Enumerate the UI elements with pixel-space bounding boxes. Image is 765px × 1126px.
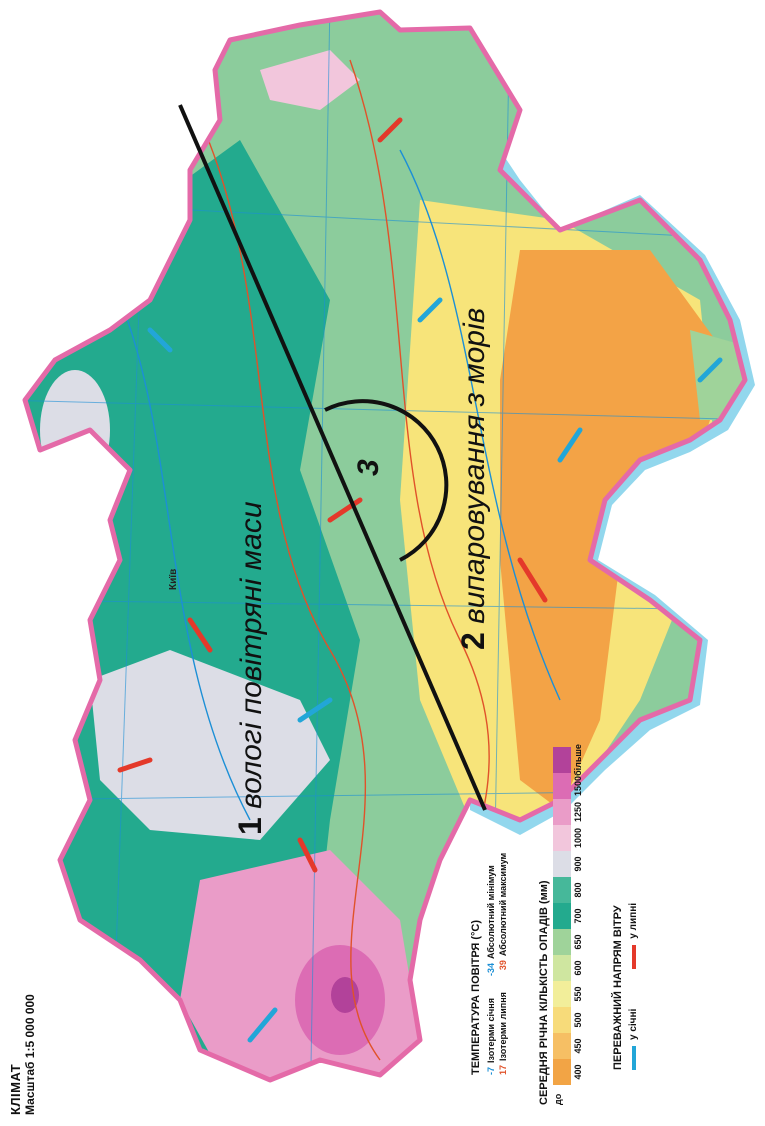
precip-label: 1500 <box>573 775 583 797</box>
precip-class: 650 <box>553 929 583 955</box>
annotation-zone2-text: випаровування з морів <box>458 307 491 624</box>
zone-northeast-light <box>260 50 360 110</box>
precip-swatch <box>553 747 571 773</box>
precip-swatch <box>553 851 571 877</box>
precip-label: 700 <box>573 908 583 924</box>
precip-label: 450 <box>573 1038 583 1054</box>
precip-label: 800 <box>573 882 583 898</box>
precip-label: 1000 <box>573 827 583 849</box>
precip-class: 500 <box>553 1007 583 1033</box>
zone-division-line <box>178 104 487 811</box>
legend-wind-items: у січні у липні <box>628 903 639 1070</box>
legend-wind-heading: ПЕРЕВАЖНИЙ НАПРЯМ ВІТРУ <box>612 905 624 1070</box>
legend-temp-symbol: 17 <box>498 1064 508 1075</box>
legend-wind-label: у липні <box>628 902 639 939</box>
legend-wind-item-january: у січні <box>628 1009 639 1070</box>
precip-swatch <box>553 877 571 903</box>
precip-swatch <box>553 903 571 929</box>
annotation-zone1: 1 вологі повітряні маси <box>232 501 269 835</box>
zone-west-light <box>90 650 330 840</box>
precip-class: 400 <box>553 1059 583 1085</box>
annotation-zone1-number: 1 <box>232 817 268 835</box>
legend-precipitation: СЕРЕДНЯ РІЧНА КІЛЬКІСТЬ ОПАДІВ (мм) до 4… <box>538 744 583 1105</box>
legend-precipitation-heading: СЕРЕДНЯ РІЧНА КІЛЬКІСТЬ ОПАДІВ (мм) <box>538 880 550 1105</box>
precip-label: більше <box>573 744 583 776</box>
legend-temperature: ТЕМПЕРАТУРА ПОВІТРЯ (°С) -7 Ізотерми січ… <box>470 853 510 1075</box>
legend-temp-symbol: -7 <box>486 1066 496 1075</box>
legend-temp-item: -7 Ізотерми січня <box>486 998 496 1075</box>
precip-swatch <box>553 773 571 799</box>
precip-swatch <box>553 799 571 825</box>
precip-class: 1250 <box>553 799 583 825</box>
precip-class: 700 <box>553 903 583 929</box>
precip-swatch <box>553 929 571 955</box>
precip-label: 550 <box>573 986 583 1002</box>
precip-swatch <box>553 981 571 1007</box>
precip-class: 900 <box>553 851 583 877</box>
precip-swatch <box>553 1059 571 1085</box>
precip-swatch <box>553 1007 571 1033</box>
map-title-block: КЛІМАТ Масштаб 1:5 000 000 <box>8 994 37 1115</box>
legend-wind: ПЕРЕВАЖНИЙ НАПРЯМ ВІТРУ у січні у липні <box>612 903 639 1070</box>
precip-class: 1000 <box>553 825 583 851</box>
precip-class: 600 <box>553 955 583 981</box>
precip-label: 650 <box>573 934 583 950</box>
zone3-arc <box>324 399 449 562</box>
precip-class: 1500 <box>553 773 583 799</box>
precipitation-scale: до 400 450 500 550 600 650 700 800 900 1000 1250 15… <box>553 744 583 1105</box>
city-label-kyiv: Київ <box>168 568 179 590</box>
annotation-zone2-number: 2 <box>455 632 491 650</box>
precip-label: 900 <box>573 856 583 872</box>
zone-carpathian-core <box>331 977 359 1013</box>
country-border <box>22 9 748 1083</box>
legend-temperature-row-1: -7 Ізотерми січня -34 Абсолютний мінімум <box>486 853 496 1075</box>
annotation-zone1-text: вологі повітряні маси <box>235 501 268 809</box>
legend-temp-label: Абсолютний максимум <box>498 852 508 957</box>
precip-label: 500 <box>573 1012 583 1028</box>
legend-temperature-row-2: 17 Ізотерми липня 39 Абсолютний максимум <box>498 853 508 1075</box>
legend-temp-item: -34 Абсолютний мінімум <box>486 865 496 976</box>
precip-swatch <box>553 825 571 851</box>
precip-label: 600 <box>573 960 583 976</box>
legend-temp-label: Ізотерми січня <box>486 998 496 1063</box>
annotation-zone2: 2 випаровування з морів <box>455 308 492 650</box>
zone-polissia-light <box>40 370 110 490</box>
legend-wind-label: у січні <box>628 1008 639 1040</box>
precipitation-unit-prefix: до <box>553 1093 563 1105</box>
legend-temp-item: 17 Ізотерми липня <box>498 992 508 1075</box>
wind-july-swatch <box>631 944 636 969</box>
legend-temp-label: Абсолютний мінімум <box>486 865 496 960</box>
map-title: КЛІМАТ <box>8 1063 23 1115</box>
legend-temp-item: 39 Абсолютний максимум <box>498 853 508 970</box>
precip-label: 400 <box>573 1064 583 1080</box>
precip-class: більше <box>553 744 583 776</box>
legend-wind-item-july: у липні <box>628 903 639 969</box>
legend-temp-label: Ізотерми липня <box>498 992 508 1061</box>
precip-class: 800 <box>553 877 583 903</box>
legend-temperature-heading: ТЕМПЕРАТУРА ПОВІТРЯ (°С) <box>470 919 482 1075</box>
wind-arrows <box>117 117 723 1043</box>
wind-january-swatch <box>631 1046 636 1070</box>
precip-swatch <box>553 1033 571 1059</box>
precip-label: 1250 <box>573 801 583 823</box>
precip-class: 450 <box>553 1033 583 1059</box>
precip-swatch <box>553 955 571 981</box>
precip-class: 550 <box>553 981 583 1007</box>
legend-temp-symbol: 39 <box>498 960 508 971</box>
legend-temp-symbol: -34 <box>486 963 496 977</box>
map-scale: Масштаб 1:5 000 000 <box>23 994 37 1115</box>
annotation-zone3-number: 3 <box>352 459 385 476</box>
